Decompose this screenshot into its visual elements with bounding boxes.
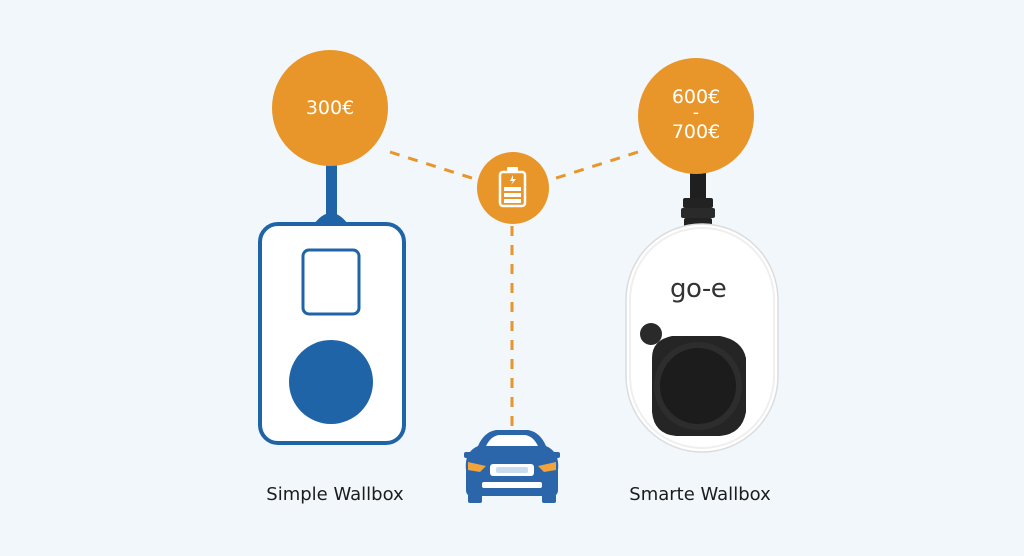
simple-wallbox [258,222,406,445]
car-icon [464,430,560,503]
connector-smart-to-center [549,150,639,182]
simple-wallbox-label: Simple Wallbox [266,484,404,505]
smart-wallbox-button [640,323,662,345]
price-simple: 300€ [305,97,355,119]
smart-wallbox-label: Smarte Wallbox [629,484,771,505]
connector-simple-to-center [389,150,479,182]
brand-logo: go-e [670,274,727,304]
simple-wallbox-cable [314,160,348,224]
price-smart-high: 700€ [671,121,721,143]
dashed-connectors [389,150,639,430]
price-smart-separator: - [692,103,700,123]
price-circle-smart [638,58,754,174]
battery-charging-icon [498,167,527,208]
price-smart-low: 600€ [671,86,721,108]
smart-wallbox [625,223,779,453]
price-circle-simple [272,50,388,166]
